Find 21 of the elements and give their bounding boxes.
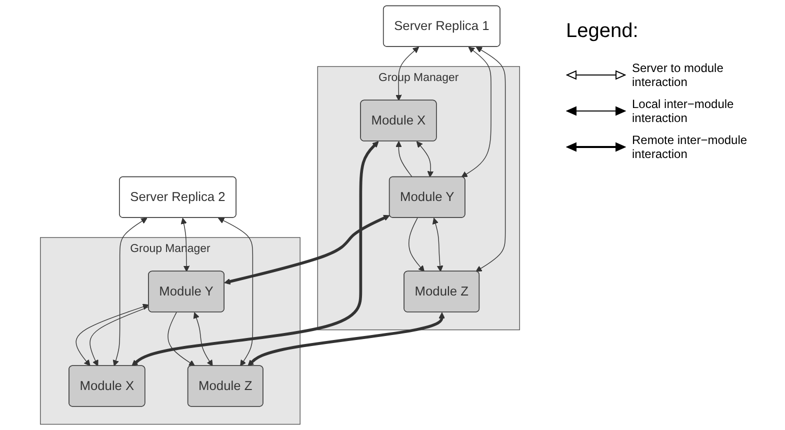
arrow bbox=[476, 46, 506, 272]
arrow bbox=[180, 218, 190, 272]
arrow bbox=[218, 218, 254, 366]
arrow bbox=[461, 46, 492, 178]
arrow bbox=[132, 141, 379, 366]
arrow bbox=[90, 306, 150, 366]
arrow bbox=[432, 218, 444, 272]
arrow bbox=[396, 141, 413, 178]
legend-text: Server to module interaction bbox=[632, 61, 724, 89]
arrow bbox=[168, 312, 196, 366]
legend-text: Remote inter−module interaction bbox=[632, 133, 748, 161]
arrow bbox=[408, 218, 425, 272]
arrow bbox=[416, 141, 434, 178]
arrow bbox=[396, 46, 420, 101]
arrow bbox=[248, 312, 445, 366]
legend-text: Local inter−module interaction bbox=[632, 97, 735, 125]
arrow bbox=[76, 304, 150, 366]
legend-heading: Legend: bbox=[566, 20, 638, 43]
arrow bbox=[112, 218, 148, 366]
arrow bbox=[193, 312, 213, 366]
arrow bbox=[224, 214, 390, 285]
